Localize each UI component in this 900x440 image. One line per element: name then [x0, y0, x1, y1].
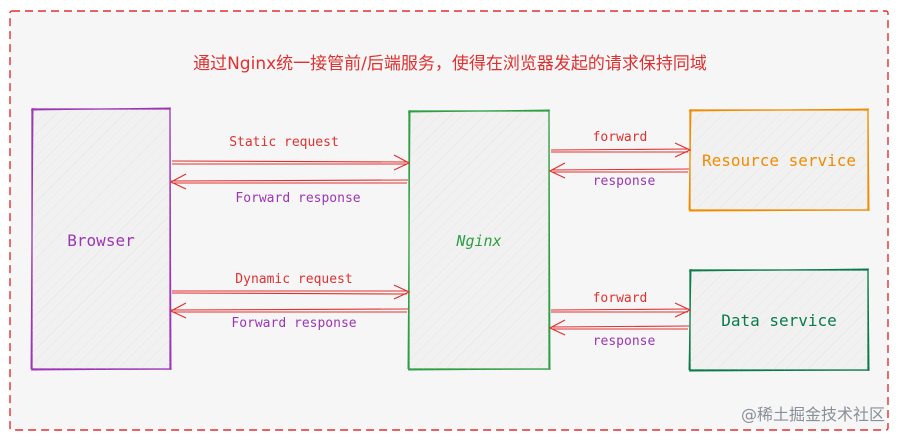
data-service-node: Data service	[688, 268, 870, 372]
label-forward-response-dynamic: Forward response	[231, 316, 356, 331]
resource-service-node: Resource service	[688, 108, 870, 212]
arrow-response-resource	[548, 162, 690, 179]
label-forward-response-static: Forward response	[235, 191, 360, 206]
label-response-data: response	[593, 334, 656, 349]
label-dynamic-request: Dynamic request	[235, 272, 352, 287]
data-service-label: Data service	[721, 311, 837, 330]
label-response-resource: response	[593, 174, 656, 189]
resource-service-label: Resource service	[702, 151, 856, 170]
nginx-label: Nginx	[455, 232, 501, 250]
arrow-forward-resource	[550, 142, 692, 158]
arrow-dynamic-request	[171, 284, 411, 300]
label-static-request: Static request	[229, 135, 339, 150]
watermark: @稀土掘金技术社区	[741, 405, 885, 424]
browser-node: Browser	[30, 107, 172, 371]
arrow-static-request	[171, 154, 411, 171]
nginx-node: Nginx	[407, 109, 551, 371]
diagram-title: 通过Nginx统一接管前/后端服务，使得在浏览器发起的请求保持同域	[193, 53, 707, 74]
browser-label: Browser	[67, 231, 135, 250]
label-forward-data: forward	[593, 291, 648, 306]
arrow-response-data	[548, 319, 690, 336]
arrow-forward-data	[550, 302, 692, 318]
arrow-forward-response-dynamic	[169, 302, 409, 319]
label-forward-resource: forward	[593, 130, 648, 145]
arrow-forward-response-static	[169, 173, 409, 190]
